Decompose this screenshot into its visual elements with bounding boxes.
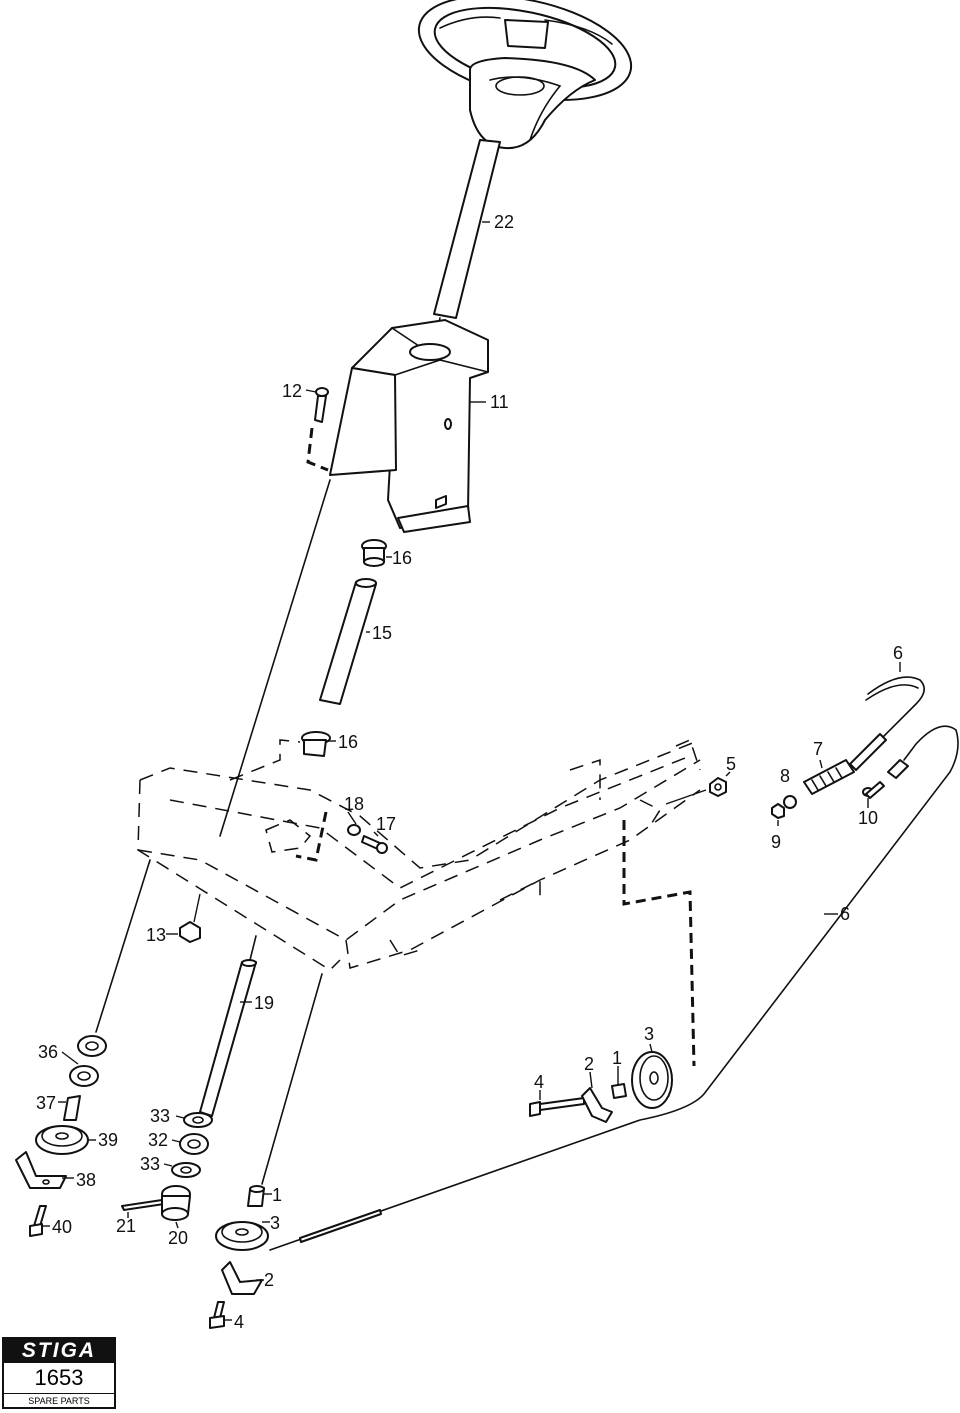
shaft-19 xyxy=(199,959,257,1117)
callout-9: 9 xyxy=(771,832,781,852)
callout-38: 38 xyxy=(76,1170,96,1190)
callout-2-left: 2 xyxy=(264,1270,274,1290)
callout-22: 22 xyxy=(494,212,514,232)
steering-column-bracket xyxy=(329,319,489,533)
nut-9 xyxy=(771,803,785,819)
callout-16-lower: 16 xyxy=(338,732,358,752)
spacer-1-right xyxy=(611,1083,627,1099)
callout-32: 32 xyxy=(148,1130,168,1150)
callout-13: 13 xyxy=(146,925,166,945)
callout-7: 7 xyxy=(813,739,823,759)
pulley-3-right xyxy=(631,1051,673,1109)
callout-2-right: 2 xyxy=(584,1054,594,1074)
brand-block: STIGA 1653 SPARE PARTS xyxy=(2,1337,116,1409)
bolt-12 xyxy=(314,387,329,423)
callout-15: 15 xyxy=(372,623,392,643)
tube-15 xyxy=(319,578,377,705)
washer-33-lower xyxy=(171,1162,201,1178)
callout-11: 11 xyxy=(490,392,509,412)
callout-39: 39 xyxy=(98,1130,118,1150)
washer-8 xyxy=(783,795,797,809)
callout-10: 10 xyxy=(858,808,878,828)
callout-3-left: 3 xyxy=(270,1213,280,1233)
washer-18 xyxy=(347,824,361,836)
callout-1-left: 1 xyxy=(272,1185,282,1205)
drawing-number: 1653 xyxy=(4,1363,114,1394)
washer-33-upper xyxy=(183,1112,213,1128)
callout-4-right: 4 xyxy=(534,1072,544,1092)
callout-37: 37 xyxy=(36,1093,56,1113)
bolt-40 xyxy=(29,1205,47,1237)
spring-7 xyxy=(803,759,855,795)
callout-8: 8 xyxy=(780,766,790,786)
callout-18: 18 xyxy=(344,794,364,814)
bolt-17 xyxy=(361,835,388,854)
bracket-2-right xyxy=(581,1087,613,1123)
callout-17: 17 xyxy=(376,814,396,834)
stiga-logo: STIGA xyxy=(4,1339,114,1363)
callout-3-right: 3 xyxy=(644,1024,654,1044)
nut-5 xyxy=(709,777,727,797)
callout-21: 21 xyxy=(116,1216,136,1236)
bracket-38 xyxy=(15,1151,67,1189)
pulley-3-left xyxy=(215,1221,269,1251)
callout-12: 12 xyxy=(282,381,302,401)
spacer-1-left xyxy=(247,1185,265,1207)
callout-33-lower: 33 xyxy=(140,1154,160,1174)
callout-1-right: 1 xyxy=(612,1048,622,1068)
bracket-2-left xyxy=(221,1261,263,1295)
callout-6-lower: 6 xyxy=(840,904,850,924)
bush-32 xyxy=(179,1133,209,1155)
screw-10 xyxy=(862,781,885,799)
cable-6-upper xyxy=(849,676,925,771)
callout-4-left: 4 xyxy=(234,1312,244,1332)
callout-36: 36 xyxy=(38,1042,58,1062)
spare-parts-caption: SPARE PARTS xyxy=(28,1396,90,1406)
bush-16-upper xyxy=(361,539,387,567)
bolt-4-right xyxy=(529,1097,585,1117)
bush-36 xyxy=(69,1035,107,1087)
bush-16-lower xyxy=(301,731,331,757)
cable-6-lower xyxy=(269,725,959,1251)
pulley-39 xyxy=(35,1125,89,1155)
spacer-37 xyxy=(63,1095,81,1121)
bolt-4-left xyxy=(209,1301,225,1329)
callout-5: 5 xyxy=(726,754,736,774)
callout-33-upper: 33 xyxy=(150,1106,170,1126)
steering-wheel xyxy=(417,0,633,150)
pin-21 xyxy=(121,1199,165,1211)
callout-19: 19 xyxy=(254,993,274,1013)
callout-20: 20 xyxy=(168,1228,188,1248)
callout-6-upper: 6 xyxy=(893,643,903,663)
tie-rod xyxy=(299,1209,382,1243)
nut-13 xyxy=(179,921,201,943)
callout-40: 40 xyxy=(52,1217,72,1237)
collar-20 xyxy=(161,1185,191,1221)
frame-phantom xyxy=(137,738,701,971)
callout-16-upper: 16 xyxy=(392,548,412,568)
